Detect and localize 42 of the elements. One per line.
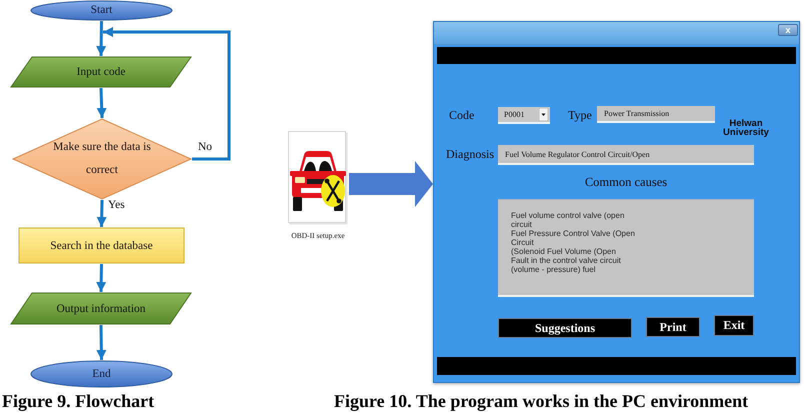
close-button: x: [778, 24, 798, 36]
step-label: End: [92, 368, 111, 380]
arrow: [96, 20, 106, 56]
cause-text: (volume - pressure) fuel: [511, 265, 596, 274]
university-name: Helwan University: [722, 119, 770, 137]
arrow: [96, 264, 106, 292]
action-button: Suggestions: [498, 318, 632, 338]
step-label: Start: [90, 4, 112, 17]
arrow: [96, 324, 106, 360]
io-parallelogram: [10, 56, 192, 88]
text-field: Power Transmission: [597, 106, 715, 123]
field-label: Diagnosis: [446, 147, 494, 162]
edge-label: Yes: [108, 199, 125, 212]
code-dropdown: P0001: [498, 107, 550, 124]
arrow: [96, 88, 107, 118]
cause-text: Fuel volume control valve (open circuit: [511, 211, 626, 229]
process-box: [18, 227, 185, 264]
step-label: Output information: [56, 302, 146, 316]
causes-text-area: [498, 199, 754, 297]
cause-text: (Solenoid Fuel Volume (Open: [511, 247, 617, 256]
field-label: Type: [568, 108, 592, 123]
text-field: Fuel Volume Regulator Control Circuit/Open: [498, 145, 754, 165]
figure-caption: Figure 9. Flowchart: [2, 391, 154, 411]
step-label: Search in the database: [50, 238, 153, 252]
cause-text: Fault in the control valve circuit: [511, 256, 622, 265]
figure-caption: Figure 10. The program works in the PC environment: [334, 391, 748, 411]
arrow: [96, 200, 107, 228]
cause-text: Fuel Pressure Control Valve (Open Circuit: [511, 229, 636, 247]
program-window: [433, 21, 800, 383]
step-label: Input code: [76, 65, 126, 79]
field-label: Code: [449, 108, 474, 123]
io-parallelogram: [10, 292, 192, 325]
section-heading: Common causes: [584, 175, 668, 190]
action-button: Exit: [714, 315, 754, 336]
step-label: Make sure the data is correct: [52, 140, 152, 178]
action-button: Print: [646, 317, 700, 337]
terminal-ellipse: [30, 0, 173, 21]
terminal-ellipse: [30, 360, 173, 388]
edge-label: No: [198, 141, 212, 154]
block-arrow: [349, 161, 433, 207]
decision-diamond: [12, 118, 192, 200]
arrow: [103, 27, 230, 160]
